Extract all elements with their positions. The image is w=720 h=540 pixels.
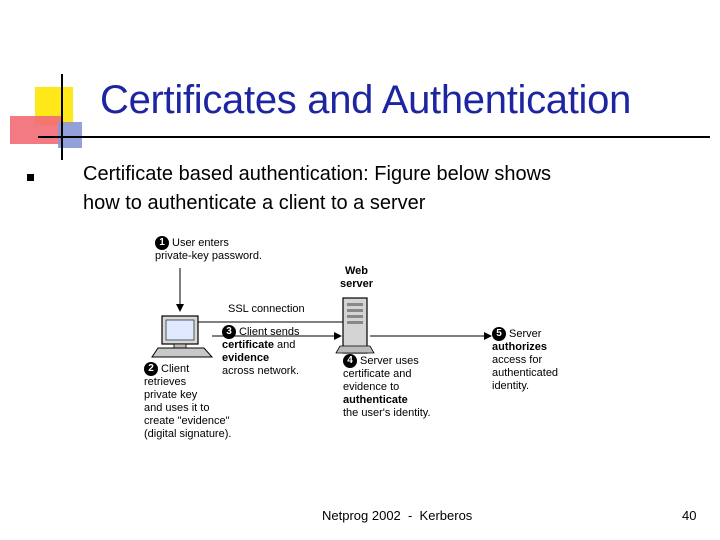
footer-text: Netprog 2002 - Kerberos	[322, 508, 473, 523]
arrowhead-server-to-authorize	[484, 332, 492, 340]
step-2-number: 2	[144, 362, 158, 376]
step-3-bold-certificate: certificate	[222, 339, 274, 351]
step-5-bold-authorizes: authorizes	[492, 341, 548, 353]
step-4-line-5: the user's identity.	[343, 407, 431, 419]
step-2-line-4: and uses it to	[144, 402, 210, 414]
step-3-bold-evidence: evidence	[222, 352, 270, 364]
step-1-number: 1	[155, 236, 169, 250]
step-3-line-1: Client sends	[239, 325, 300, 338]
step-2-line-5: create "evidence"	[144, 415, 230, 427]
step-3-line-4: across network.	[222, 365, 300, 377]
step-5-line-1: Server	[509, 327, 542, 340]
step-3-number: 3	[222, 325, 236, 339]
arrowhead-user-to-client	[176, 304, 184, 312]
web-server-label-line-1: Web	[345, 265, 369, 277]
decor-vertical-line	[61, 74, 63, 160]
step-5-line-3: access for	[492, 354, 543, 366]
web-server-label: Web server	[340, 265, 373, 291]
step-2-line-2: retrieves	[144, 376, 187, 388]
web-server-label-line-2: server	[340, 278, 374, 290]
step-4-line-2: certificate and	[343, 368, 412, 380]
step-4-bold-authenticate: authenticate	[343, 394, 408, 406]
slide-title: Certificates and Authentication	[100, 78, 632, 122]
step-1-line-1: User enters	[172, 236, 229, 249]
bullet-icon	[27, 174, 34, 181]
step-3-line-2: and	[273, 339, 296, 351]
computer-icon	[151, 315, 214, 358]
step-4-line-3: evidence to	[343, 381, 400, 393]
title-underline	[38, 136, 710, 138]
body-text-line-1: Certificate based authentication: Figure…	[83, 163, 552, 185]
step-5-number: 5	[492, 327, 506, 341]
arrowhead-client-to-server	[334, 332, 342, 340]
server-icon	[335, 297, 375, 354]
step-4-number: 4	[343, 354, 357, 368]
step-2-line-3: private key	[144, 389, 198, 401]
body-text-line-2: how to authenticate a client to a server	[83, 192, 426, 214]
step-2-line-1: Client	[161, 362, 190, 375]
step-4-line-1: Server uses	[360, 354, 419, 367]
step-5-line-4: authenticated	[492, 367, 559, 379]
step-2-line-6: (digital signature).	[144, 428, 232, 440]
decor-pink-square	[10, 116, 62, 144]
step-5-line-5: identity.	[492, 380, 530, 392]
step-1-line-2: private-key password.	[155, 250, 262, 262]
page-number: 40	[682, 508, 697, 523]
ssl-connection-label: SSL connection	[228, 303, 305, 315]
